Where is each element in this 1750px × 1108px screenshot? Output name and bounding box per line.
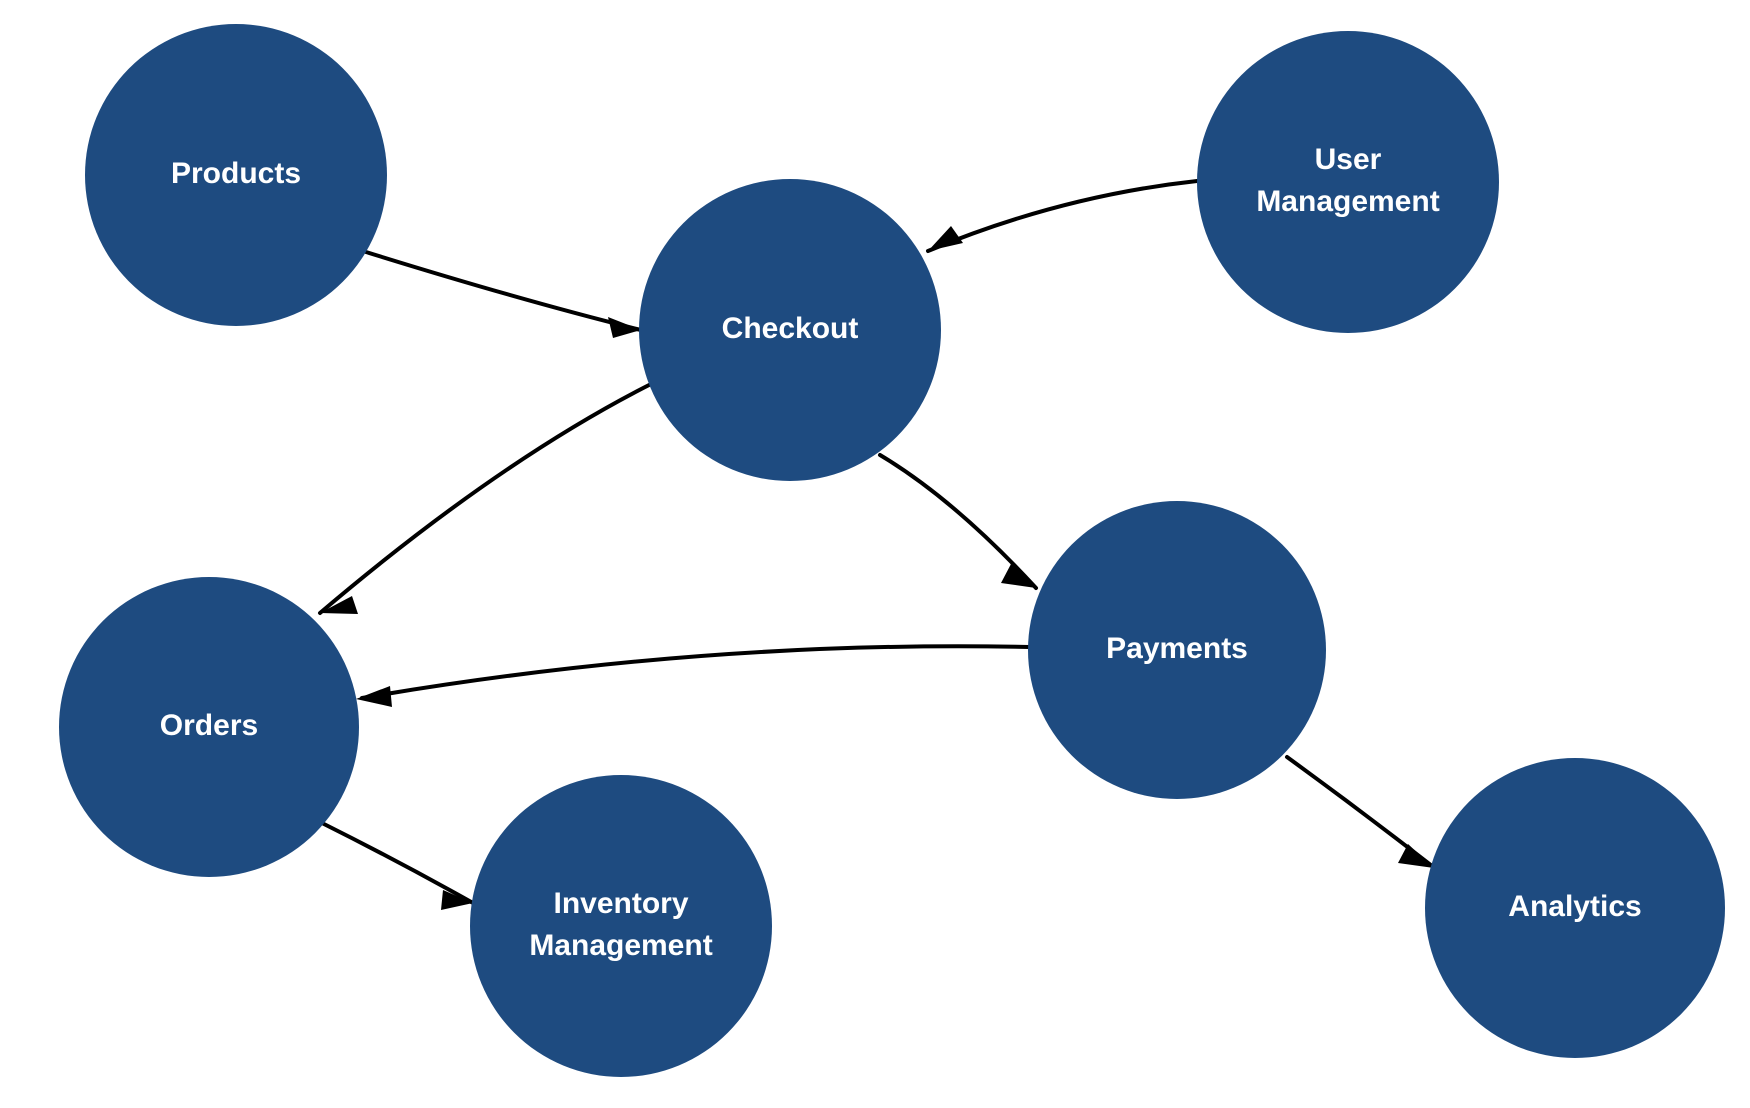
- node-products[interactable]: Products: [85, 24, 387, 326]
- edge-checkout-to-orders: [318, 381, 655, 615]
- edge-payments-to-analytics: [1285, 755, 1434, 868]
- node-circle[interactable]: [639, 179, 941, 481]
- arrowhead-icon: [356, 686, 392, 707]
- edge-orders-to-inventory-management: [320, 821, 475, 910]
- edge-payments-to-orders: [356, 644, 1031, 707]
- node-circle[interactable]: [85, 24, 387, 326]
- node-circle[interactable]: [59, 577, 359, 877]
- edge-products-to-checkout: [364, 250, 643, 338]
- edge-line: [360, 644, 1031, 700]
- node-circle[interactable]: [1028, 501, 1326, 799]
- node-circle[interactable]: [1197, 31, 1499, 333]
- edge-line: [320, 821, 475, 905]
- node-orders[interactable]: Orders: [59, 577, 359, 877]
- arrowhead-icon: [928, 226, 963, 251]
- edge-checkout-to-payments: [878, 453, 1038, 590]
- node-circle[interactable]: [1425, 758, 1725, 1058]
- node-circle[interactable]: [470, 775, 772, 1077]
- arrowhead-icon: [1398, 844, 1434, 868]
- node-payments[interactable]: Payments: [1028, 501, 1326, 799]
- node-checkout[interactable]: Checkout: [639, 179, 941, 481]
- edges-layer: [318, 179, 1434, 910]
- arrowhead-icon: [441, 890, 473, 910]
- arrowhead-icon: [1001, 564, 1036, 588]
- node-analytics[interactable]: Analytics: [1425, 758, 1725, 1058]
- arrowhead-icon: [608, 317, 641, 338]
- edge-line: [926, 179, 1199, 253]
- edge-user-management-to-checkout: [926, 179, 1199, 253]
- edge-line: [364, 250, 643, 332]
- edge-line: [318, 381, 655, 615]
- arrowhead-icon: [320, 596, 358, 614]
- edge-line: [878, 453, 1038, 590]
